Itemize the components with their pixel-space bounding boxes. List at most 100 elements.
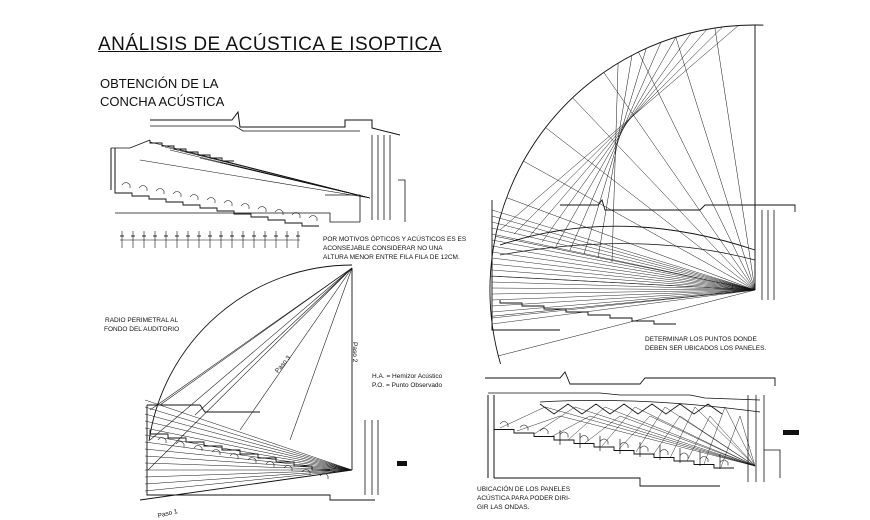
radial-line: [714, 28, 756, 291]
seat-row: [155, 188, 165, 194]
seat-row: [659, 449, 669, 455]
reflection-line: [618, 415, 651, 450]
sight-line: [491, 289, 756, 319]
reflection-line: [604, 406, 756, 467]
step-label-2: Paso 2: [351, 342, 358, 363]
radial-line: [495, 236, 756, 291]
seat-row: [265, 461, 275, 467]
seat-row: [247, 457, 257, 463]
reflection-line: [499, 406, 546, 429]
sight-line: [491, 251, 756, 291]
sight-line: [491, 257, 756, 291]
reflection-line: [694, 406, 756, 467]
seat-row: [579, 435, 589, 441]
sight-line: [144, 469, 353, 485]
reflection-line: [499, 25, 739, 231]
reflection-line: [544, 406, 756, 467]
sound-ray: [219, 161, 371, 199]
sight-line: [491, 209, 756, 291]
seat-row: [257, 206, 267, 212]
reflection-line: [679, 415, 756, 467]
ceiling-inner: [150, 125, 360, 132]
note-optics-line: ACONSEJABLE CONSIDERAR NO UNA: [323, 245, 443, 252]
reflection-line: [709, 415, 756, 467]
seat-row: [291, 212, 301, 218]
seat-row: [599, 438, 609, 445]
seat-row: [206, 197, 216, 203]
seat-row: [283, 465, 293, 471]
sight-line: [491, 227, 756, 291]
reflection-line: [533, 406, 576, 435]
seat-row: [301, 469, 311, 475]
reflection-line: [634, 406, 756, 467]
sight-line: [144, 413, 353, 471]
seat-row: [138, 185, 148, 191]
radial-line: [194, 267, 353, 416]
reflection-line: [550, 415, 591, 438]
seat-row: [211, 449, 221, 455]
wall-cap: [111, 139, 151, 149]
legend-item: P.O. = Punto Observado: [372, 382, 443, 389]
stage-block: [325, 194, 361, 222]
radial-line: [545, 127, 756, 291]
note-panels-line: UBICACIÓN DE LOS PANELES: [477, 486, 571, 493]
reflection-line: [583, 48, 647, 255]
sheet-title: ANÁLISIS DE ACÚSTICA E ISOPTICA: [98, 34, 442, 55]
section-fan-top-right: [489, 24, 796, 365]
radial-line: [491, 289, 756, 317]
shell-steps: [149, 140, 234, 162]
subtitle-line-1: OBTENCIÓN DE LA: [100, 76, 219, 91]
seat-row: [308, 215, 318, 221]
sight-line: [491, 289, 756, 307]
sight-line: [144, 455, 353, 471]
ceiling-outline: [150, 110, 401, 136]
section-panels-bottom-right: [485, 371, 799, 487]
radial-line: [523, 160, 756, 291]
sight-line: [144, 427, 353, 471]
reflection-line: [584, 415, 621, 444]
seat-row: [121, 182, 131, 188]
seat-row: [189, 194, 199, 200]
seat-row: [157, 437, 167, 443]
seat-row: [559, 431, 569, 438]
note-panels: UBICACIÓN DE LOS PANELES ACÚSTICA PARA P…: [477, 485, 570, 512]
seat-row: [619, 442, 629, 448]
sight-line: [144, 469, 353, 492]
radial-line: [149, 267, 353, 441]
reflection-line: [724, 406, 756, 467]
roof-outline: [560, 199, 796, 212]
subtitle-line-2: CONCHA ACÚSTICA: [100, 94, 225, 109]
sight-line: [144, 441, 353, 471]
note-radius-line: FONDO DEL AUDITORIO: [104, 326, 180, 333]
radius-base: [139, 469, 353, 501]
reflection-line: [686, 415, 711, 462]
reflection-line: [567, 406, 606, 441]
reflection-line: [703, 406, 726, 465]
shell-curve: [499, 225, 756, 251]
section-outline: [491, 200, 560, 331]
reflection-line: [739, 415, 756, 467]
reflection-line: [619, 415, 756, 467]
note-optics: POR MOTIVOS ÓPTICOS Y ACÚSTICOS ES ES AC…: [323, 235, 466, 262]
seat-row: [229, 453, 239, 459]
sound-ray: [139, 159, 371, 199]
sight-line: [491, 233, 756, 291]
seat-row: [274, 209, 284, 215]
seating-steps: [114, 190, 319, 227]
seat-row: [539, 428, 549, 434]
sight-line: [491, 289, 756, 295]
ceiling-inner: [488, 392, 761, 401]
reflection-line: [601, 406, 636, 447]
reflection-line: [649, 415, 756, 467]
sight-line: [491, 289, 756, 325]
note-radius: RADIO PERIMETRAL AL FONDO DEL AUDITORIO: [104, 316, 179, 334]
reflection-line: [597, 55, 633, 259]
sight-line: [491, 289, 756, 313]
reflection-line: [541, 32, 692, 243]
seat-row: [699, 456, 709, 462]
radial-line: [498, 289, 756, 357]
radial-line: [159, 267, 353, 406]
seat-row: [519, 424, 529, 431]
seat-row: [679, 452, 689, 459]
